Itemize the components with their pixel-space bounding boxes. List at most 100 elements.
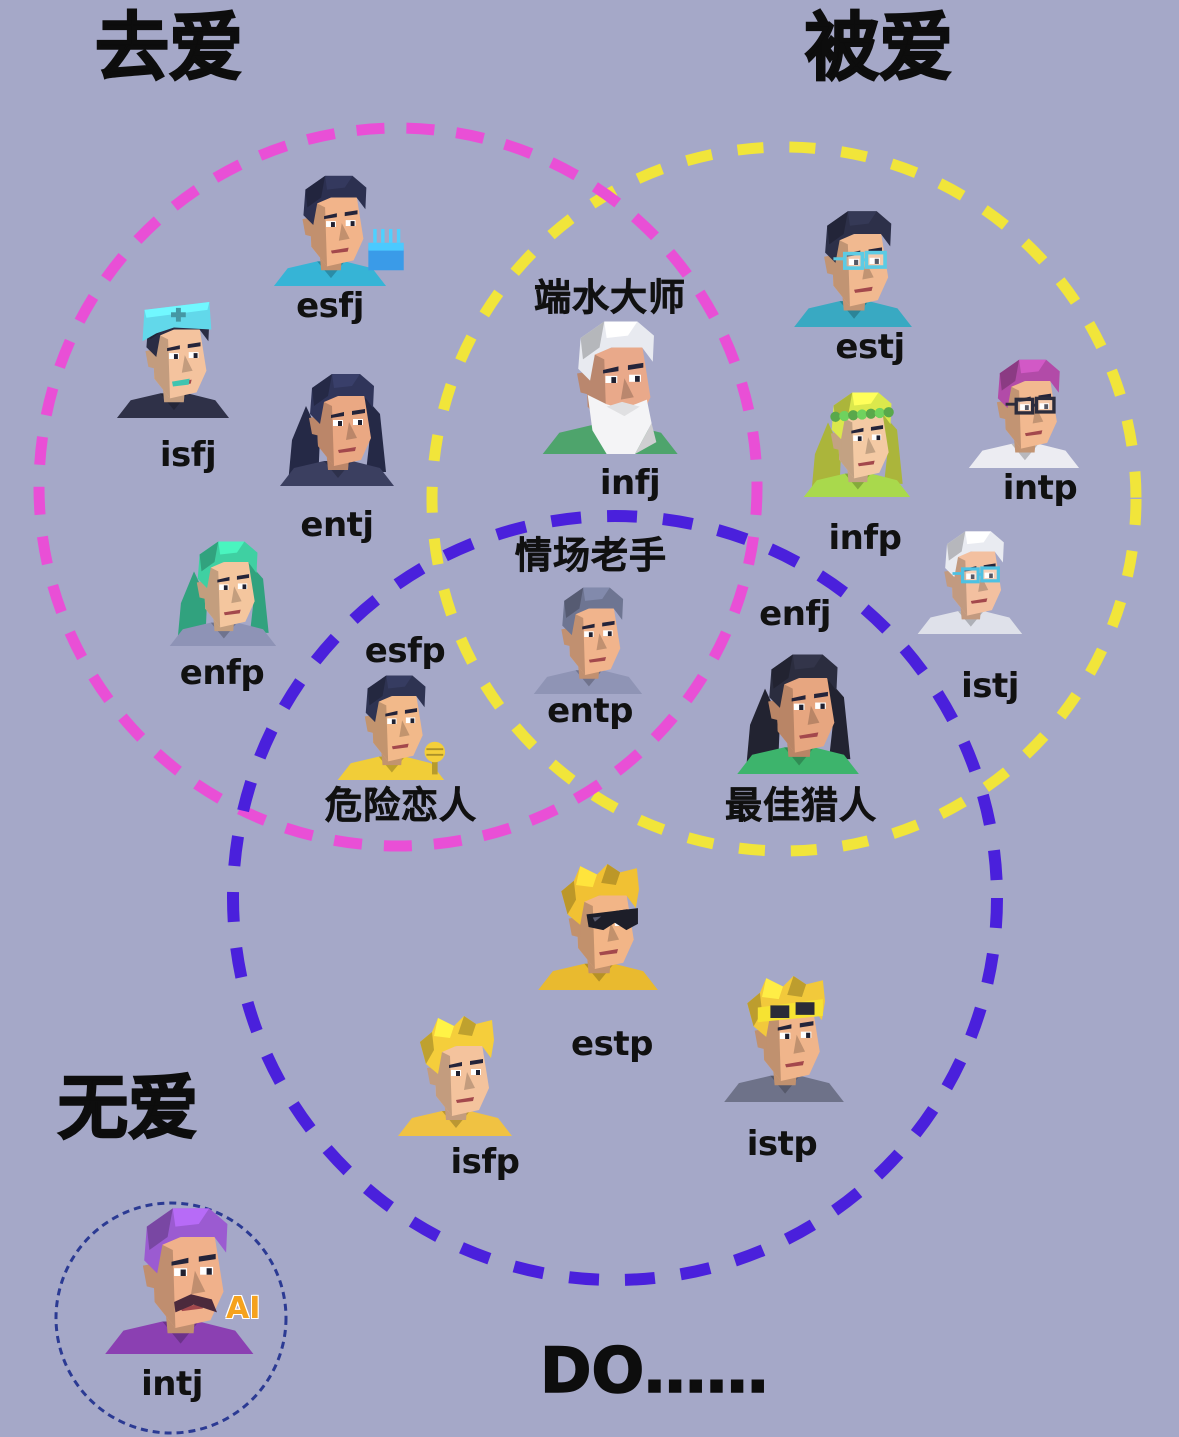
estp-hair-highlight bbox=[576, 866, 597, 888]
enfj-hair-back-right bbox=[826, 678, 851, 760]
enfj-nose bbox=[807, 705, 820, 725]
infp-wreath-leaf-icon bbox=[856, 409, 868, 420]
intj-ai-badge: AI bbox=[226, 1291, 261, 1326]
intp-mouth bbox=[1024, 430, 1043, 437]
entj-right-pupil bbox=[358, 420, 362, 425]
enfp-label: enfp bbox=[179, 653, 265, 693]
istj-glasses-right-icon bbox=[980, 566, 1000, 583]
zone-label-top-center: 端水大师 bbox=[534, 276, 686, 319]
entj-nose bbox=[346, 422, 357, 440]
intp-right-eye bbox=[1039, 403, 1050, 410]
istj-hair-shadow bbox=[947, 531, 966, 561]
entp-left-pupil bbox=[588, 632, 593, 637]
esfj-avatar-icon bbox=[273, 175, 404, 286]
esfj-cake-candle bbox=[396, 228, 401, 243]
infj-right-pupil bbox=[635, 375, 640, 382]
esfj-nose bbox=[338, 223, 350, 241]
entj-hair-back-right bbox=[364, 396, 386, 472]
isfp-label: isfp bbox=[450, 1142, 520, 1182]
no-love-title: 无爱 bbox=[57, 1067, 199, 1149]
intj-dashed-circle bbox=[54, 1201, 288, 1435]
esfp-hair-shadow bbox=[367, 675, 387, 706]
estj-left-eye bbox=[848, 258, 860, 265]
isfp-left-pupil bbox=[456, 1071, 460, 1076]
istj-glasses-left-icon bbox=[960, 567, 980, 584]
entj-right-brow bbox=[352, 409, 365, 415]
estp-sunglasses-glint bbox=[592, 916, 602, 922]
entp-avatar-icon bbox=[533, 587, 643, 694]
esfj-cake-frosting bbox=[368, 242, 404, 251]
enfp-left-pupil bbox=[223, 585, 228, 590]
estj-hair-shadow bbox=[827, 211, 848, 245]
enfp-hair-shadow bbox=[199, 541, 219, 572]
esfp-right-pupil bbox=[410, 718, 415, 724]
intj-avatar-icon bbox=[105, 1208, 254, 1354]
isfp-nose bbox=[464, 1072, 475, 1090]
esfj-left-eye bbox=[326, 221, 336, 227]
estj-right-pupil bbox=[874, 258, 879, 264]
esfj-cake-icon bbox=[368, 248, 404, 271]
estj-hair-highlight bbox=[847, 211, 877, 226]
enfj-right-pupil bbox=[820, 703, 825, 709]
infp-right-pupil bbox=[876, 435, 881, 441]
esfp-microphone-handle bbox=[432, 761, 438, 775]
isfp-mouth bbox=[456, 1097, 474, 1103]
enfj-left-pupil bbox=[799, 704, 804, 710]
be-loved-title: 被爱 bbox=[804, 5, 954, 91]
entj-left-brow bbox=[331, 412, 344, 418]
isfp-right-brow bbox=[470, 1059, 483, 1065]
enfp-avatar-icon bbox=[169, 541, 277, 646]
esfj-right-brow bbox=[344, 210, 358, 217]
infj-right-eye bbox=[629, 374, 641, 382]
entj-hair-shadow bbox=[312, 374, 332, 406]
infj-hair-highlight bbox=[604, 321, 638, 339]
estp-nose bbox=[607, 922, 620, 942]
enfj-right-eye bbox=[815, 702, 826, 709]
enfj-mouth bbox=[799, 732, 819, 739]
entj-left-pupil bbox=[338, 421, 342, 426]
intp-glasses-right-icon bbox=[1034, 396, 1056, 414]
istp-goggles-left-lens bbox=[770, 1005, 790, 1018]
entp-hair-shadow bbox=[564, 587, 584, 618]
esfp-nose bbox=[399, 720, 410, 738]
infj-avatar-icon bbox=[542, 321, 678, 454]
estp-avatar-icon bbox=[538, 864, 658, 990]
esfj-right-pupil bbox=[350, 221, 355, 227]
infj-beard-mustache bbox=[606, 401, 640, 417]
infj-beard-icon bbox=[587, 394, 652, 454]
esfp-avatar-icon bbox=[337, 675, 446, 780]
enfj-label: enfj bbox=[759, 594, 831, 634]
esfp-left-brow bbox=[385, 710, 398, 717]
esfj-cake-candle bbox=[373, 228, 377, 243]
entj-mouth bbox=[338, 447, 356, 453]
entp-label: entp bbox=[547, 691, 633, 731]
infj-left-pupil bbox=[611, 377, 617, 383]
entp-right-pupil bbox=[607, 631, 612, 637]
infp-wreath-leaf-icon bbox=[865, 408, 877, 419]
intj-nose bbox=[191, 1270, 206, 1295]
infp-left-brow bbox=[851, 427, 864, 434]
infp-hair-back-right bbox=[882, 413, 903, 484]
esfp-microphone-icon bbox=[424, 741, 446, 763]
purple-dashed-circle bbox=[227, 510, 1003, 1286]
estp-sunglasses-icon bbox=[586, 908, 638, 931]
esfj-left-brow bbox=[324, 213, 337, 220]
intj-mustache-icon bbox=[174, 1294, 217, 1313]
infp-avatar-icon bbox=[803, 392, 911, 497]
estj-glasses-right-icon bbox=[864, 250, 887, 269]
estj-glasses-left-icon bbox=[842, 251, 865, 270]
isfp-hair-highlight bbox=[434, 1018, 454, 1038]
isfj-lips bbox=[172, 378, 190, 387]
intj-hair-shadow bbox=[146, 1208, 173, 1250]
intp-left-pupil bbox=[1024, 405, 1029, 410]
intj-right-pupil bbox=[206, 1268, 212, 1275]
infp-wreath-leaf-icon bbox=[839, 410, 850, 422]
esfp-mouth bbox=[391, 743, 409, 750]
go-love-circle bbox=[33, 122, 763, 852]
enfp-hair-highlight bbox=[218, 541, 245, 555]
estp-label: estp bbox=[571, 1024, 653, 1064]
isfj-right-pupil bbox=[193, 353, 198, 359]
infp-mouth bbox=[857, 460, 875, 467]
entp-nose bbox=[596, 633, 607, 651]
